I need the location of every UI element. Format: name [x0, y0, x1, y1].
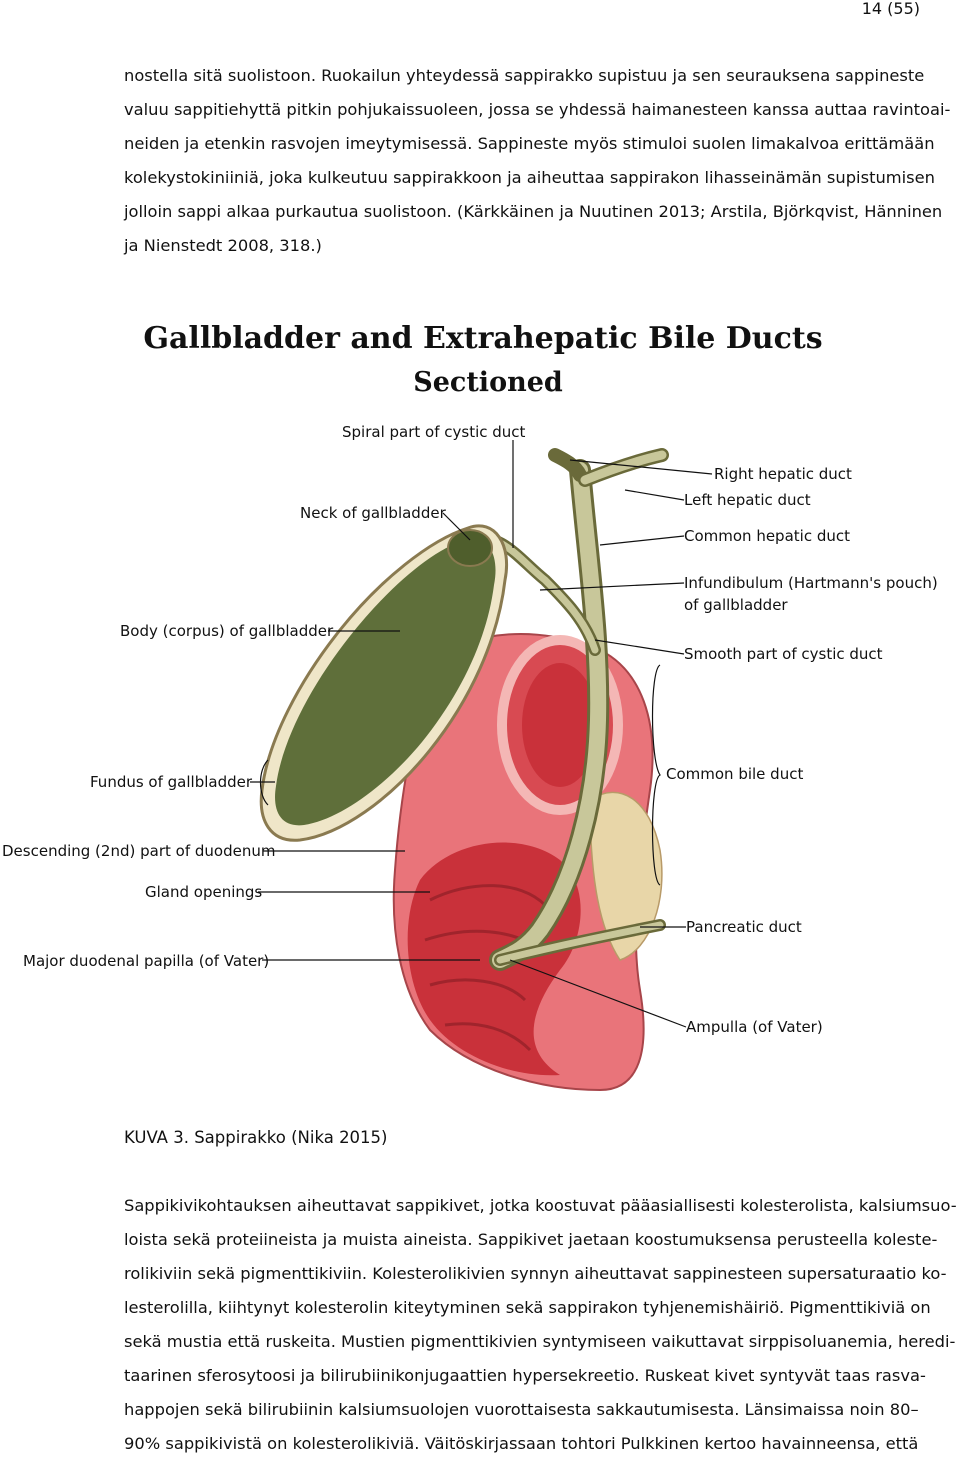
text-line: ja Nienstedt 2008, 318.) [124, 236, 322, 255]
label-right-hepatic-duct: Right hepatic duct [714, 465, 852, 483]
right-hepatic-duct [548, 448, 587, 482]
label-infundibulum: Infundibulum (Hartmann's pouch) [684, 574, 938, 592]
label-body-of-gallbladder: Body (corpus) of gallbladder [120, 622, 334, 640]
figure-title: Gallbladder and Extrahepatic Bile Ducts [143, 321, 822, 356]
gallbladder-neck [447, 529, 493, 567]
figure-labels: Spiral part of cystic duct Neck of gallb… [2, 423, 938, 1036]
label-neck-of-gallbladder: Neck of gallbladder [300, 504, 447, 522]
gallbladder-lumen [275, 538, 496, 826]
page-number: 14 (55) [861, 0, 920, 18]
text-line: happojen sekä bilirubiinin kalsiumsuoloj… [124, 1400, 919, 1419]
text-line: lesterolilla, kiihtynyt kolesterolin kit… [124, 1298, 931, 1317]
text-line: valuu sappitiehyttä pitkin pohjukaissuol… [124, 100, 951, 119]
figure-subtitle: Sectioned [413, 367, 563, 398]
text-line: loista sekä proteiineista ja muista aine… [124, 1230, 938, 1249]
paragraph-bile-function: nostella sitä suolistoon. Ruokailun yhte… [124, 59, 950, 263]
label-gland-openings: Gland openings [145, 883, 262, 901]
text-line: sekä mustia että ruskeita. Mustien pigme… [124, 1332, 956, 1351]
label-smooth-cystic-duct: Smooth part of cystic duct [684, 645, 883, 663]
text-line: neiden ja etenkin rasvojen imeytymisessä… [124, 134, 935, 153]
text-line: rolikiviin sekä pigmenttikiviin. Koleste… [124, 1264, 947, 1283]
label-common-hepatic-duct: Common hepatic duct [684, 527, 850, 545]
text-line: nostella sitä suolistoon. Ruokailun yhte… [124, 66, 925, 85]
text-line: 90% sappikivistä on kolesterolikiviä. Vä… [124, 1434, 919, 1453]
label-infundibulum-line2: of gallbladder [684, 596, 788, 614]
label-ampulla-of-vater: Ampulla (of Vater) [686, 1018, 823, 1036]
paragraph-gallstones: Sappikivikohtauksen aiheuttavat sappikiv… [124, 1189, 957, 1461]
label-fundus-of-gallbladder: Fundus of gallbladder [90, 773, 253, 791]
gallbladder [259, 524, 508, 842]
text-line: kolekystokiniiniä, joka kulkeutuu sappir… [124, 168, 935, 187]
label-spiral-cystic-duct: Spiral part of cystic duct [342, 423, 526, 441]
label-pancreatic-duct: Pancreatic duct [686, 918, 802, 936]
figure-caption: KUVA 3. Sappirakko (Nika 2015) [124, 1128, 388, 1147]
text-line: taarinen sferosytoosi ja bilirubiinikonj… [124, 1366, 926, 1385]
label-common-bile-duct: Common bile duct [666, 765, 803, 783]
label-left-hepatic-duct: Left hepatic duct [684, 491, 811, 509]
text-line: Sappikivikohtauksen aiheuttavat sappikiv… [124, 1196, 957, 1215]
text-line: jolloin sappi alkaa purkautua suolistoon… [124, 202, 943, 221]
gallbladder-illustration: Gallbladder and Extrahepatic Bile Ducts … [2, 321, 938, 1092]
bile-ducts [464, 448, 669, 971]
leader-lines [250, 440, 713, 1028]
label-descending-duodenum: Descending (2nd) part of duodenum [2, 842, 275, 860]
label-major-duodenal-papilla: Major duodenal papilla (of Vater) [23, 952, 269, 970]
